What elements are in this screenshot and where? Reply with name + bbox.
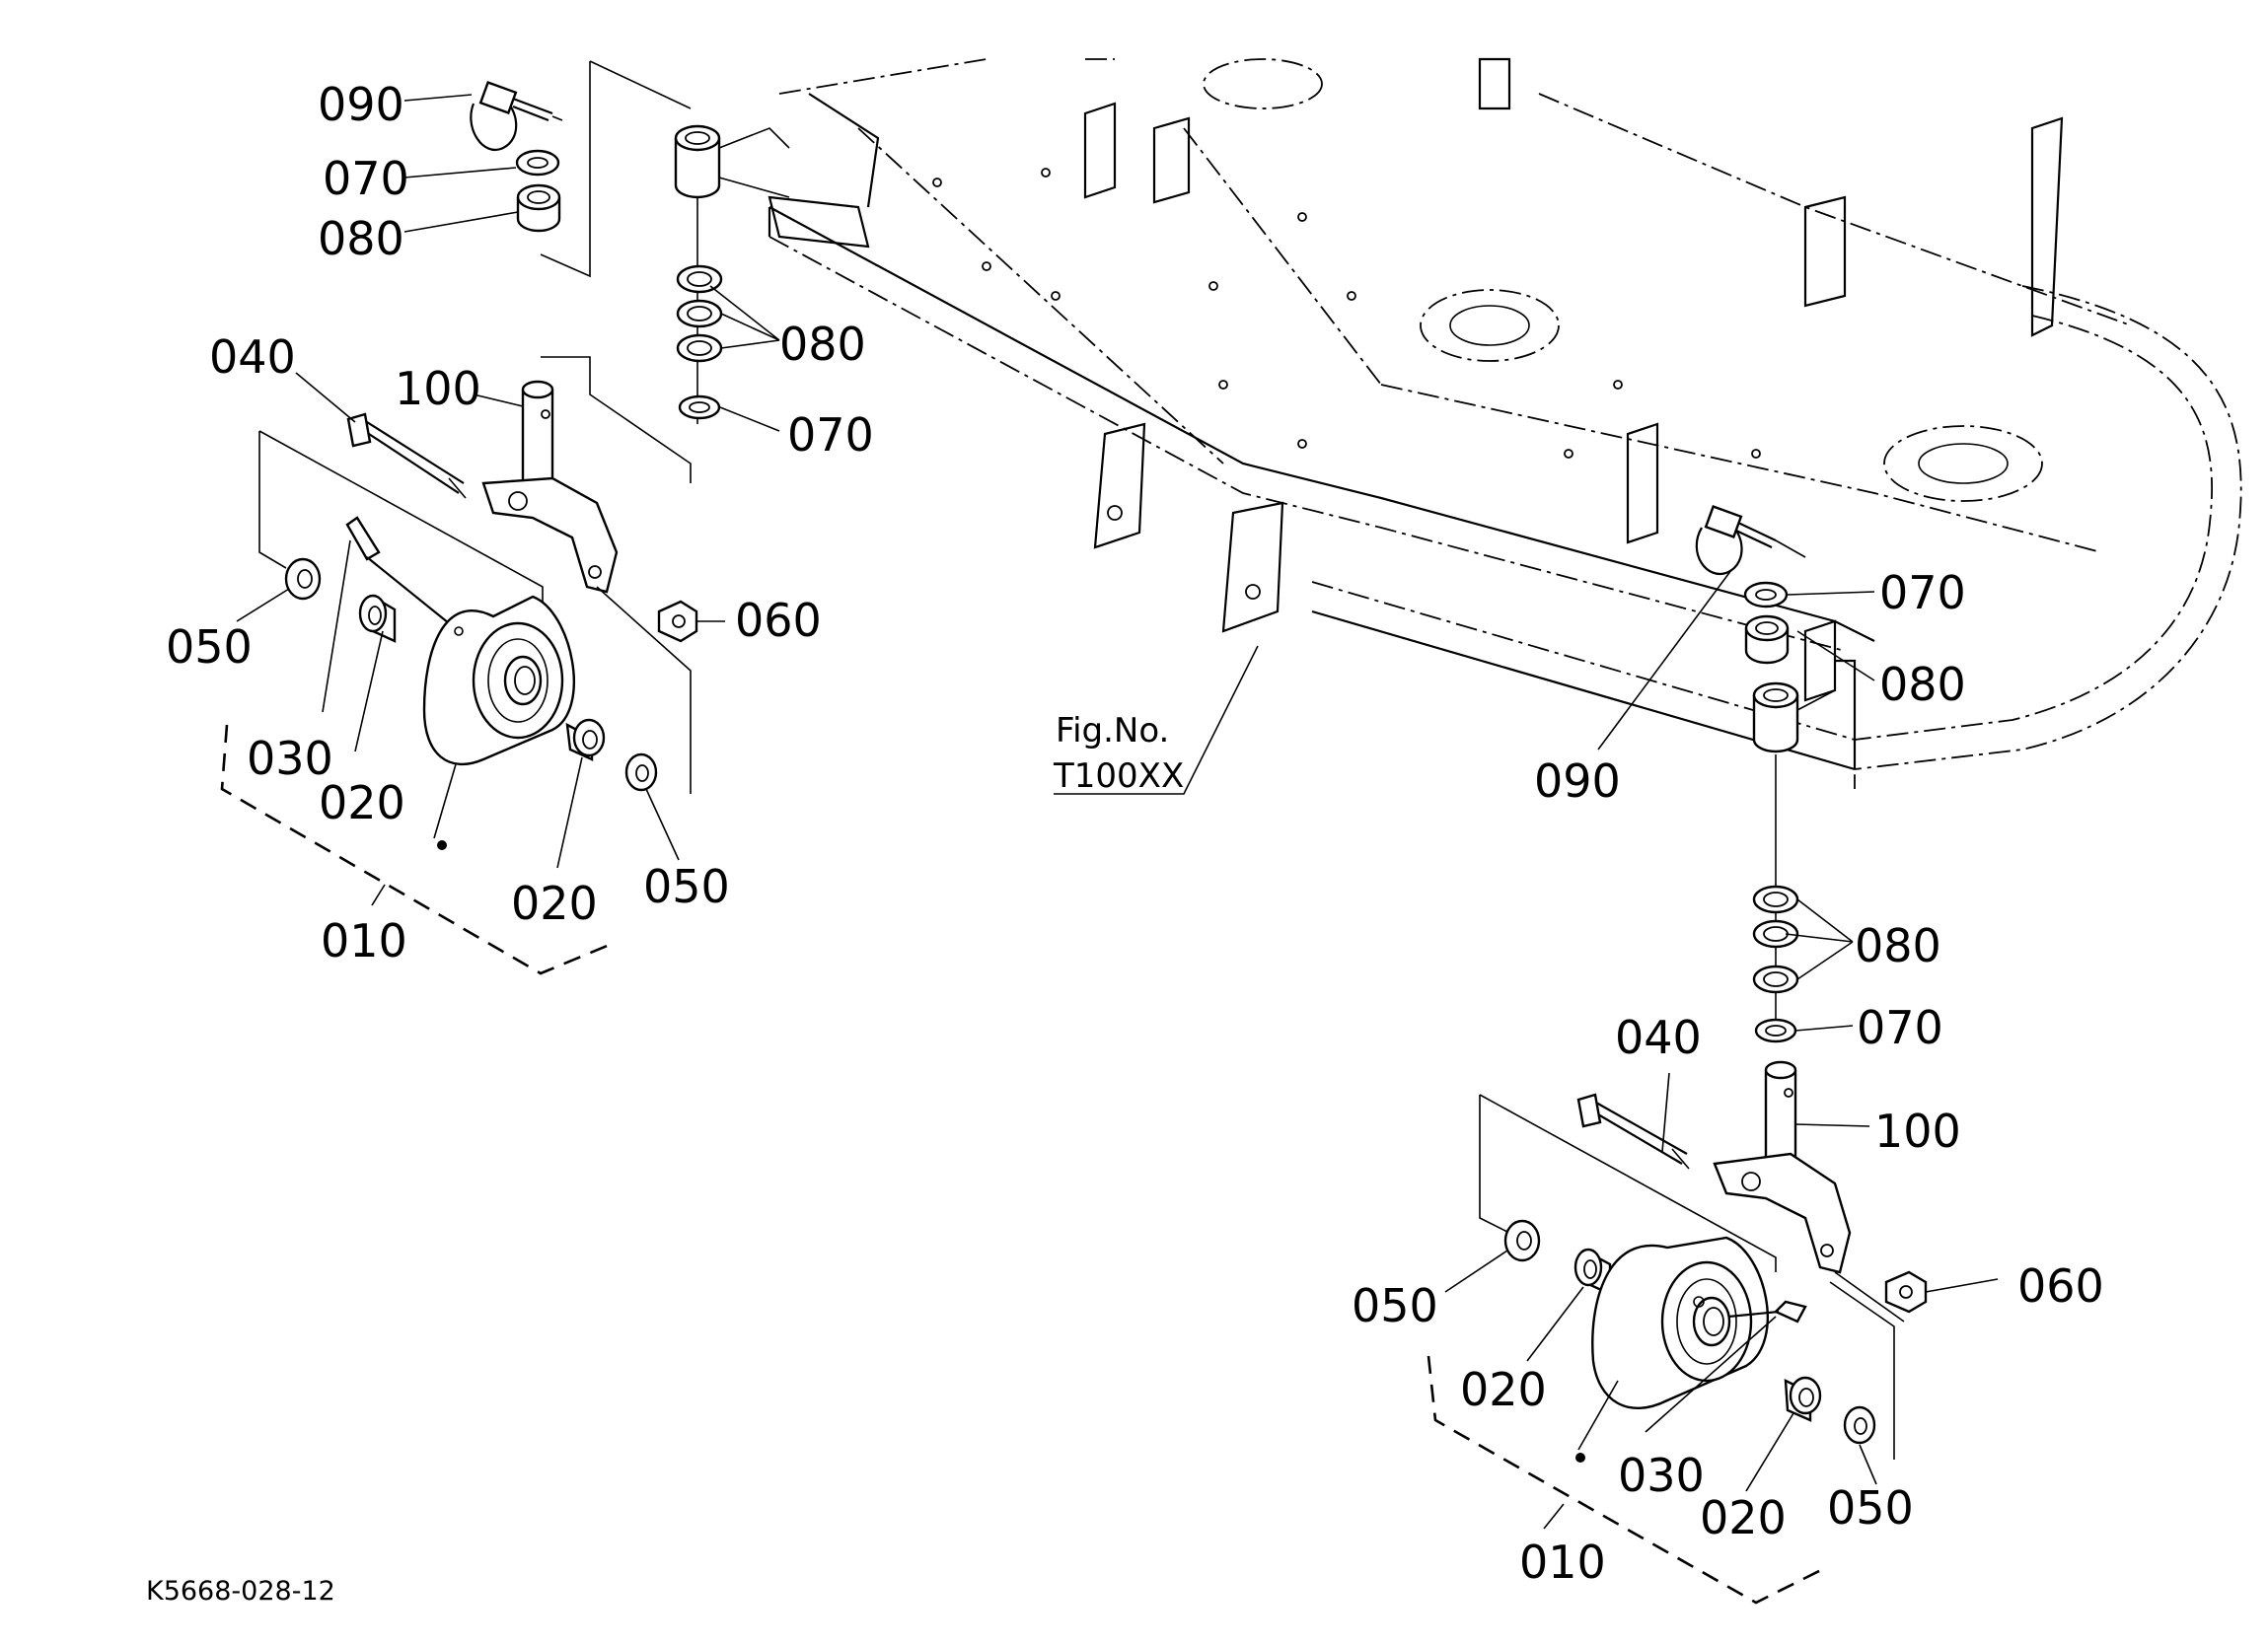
pivot-tube-right bbox=[1752, 681, 1836, 753]
label-020-right-b: 020 bbox=[1700, 1491, 1787, 1544]
label-030-left: 030 bbox=[247, 732, 333, 785]
label-080-left-top: 080 bbox=[318, 212, 404, 265]
bolt-040-left bbox=[346, 412, 467, 499]
label-070-left-top: 070 bbox=[323, 152, 409, 205]
label-030-right: 030 bbox=[1618, 1449, 1705, 1502]
label-040-left: 040 bbox=[209, 330, 296, 384]
pivot-tube-left bbox=[674, 124, 790, 199]
bushing-stack-080-right bbox=[1752, 885, 1799, 994]
caster-wheel-right bbox=[1591, 1236, 1769, 1410]
label-050-left-b: 050 bbox=[643, 860, 730, 913]
drawing-code: K5668-028-12 bbox=[146, 1576, 335, 1607]
left-upper-bracket-box bbox=[540, 61, 591, 278]
bushing-080-left-top bbox=[516, 183, 561, 233]
label-050-right-a: 050 bbox=[1352, 1279, 1438, 1332]
label-090-left: 090 bbox=[318, 78, 404, 131]
fig-no-value: T100XX bbox=[1053, 756, 1184, 796]
label-050-left-a: 050 bbox=[166, 620, 253, 674]
bushing-020-right-b bbox=[1784, 1376, 1822, 1422]
grease-fitting-030-right bbox=[1727, 1300, 1807, 1324]
fig-no-label: Fig.No. bbox=[1056, 711, 1169, 751]
caster-wheel-left bbox=[422, 595, 575, 765]
bushing-080-right-top bbox=[1744, 614, 1790, 665]
label-070-right-mid: 070 bbox=[1857, 1001, 1943, 1054]
spindle-box-left bbox=[541, 356, 692, 483]
assembly-010-right-bracket bbox=[1427, 1355, 1826, 1605]
label-080-left-stack: 080 bbox=[779, 318, 866, 371]
bushing-020-left-b bbox=[565, 718, 606, 761]
label-070-right-top: 070 bbox=[1879, 566, 1966, 619]
pin-090-right bbox=[1695, 504, 1806, 575]
left-caster-assembly bbox=[220, 60, 790, 975]
assembly-010-left-bracket bbox=[220, 724, 618, 975]
label-080-right-top: 080 bbox=[1879, 658, 1966, 711]
caster-yoke-100-left bbox=[481, 380, 619, 594]
label-100-right: 100 bbox=[1874, 1105, 1961, 1158]
bushing-stack-080-left bbox=[676, 264, 723, 363]
right-labels: 070 080 090 080 070 040 100 060 050 020 … bbox=[1352, 566, 2104, 1589]
label-100-left: 100 bbox=[395, 362, 481, 415]
label-070-left-mid: 070 bbox=[787, 408, 874, 462]
mower-deck bbox=[768, 57, 2242, 789]
caster-yoke-100-right bbox=[1713, 1060, 1852, 1274]
right-caster-assembly bbox=[1427, 504, 1999, 1605]
label-040-right: 040 bbox=[1615, 1011, 1702, 1064]
pin-090-left bbox=[470, 80, 563, 151]
bushing-020-left-a bbox=[358, 594, 397, 643]
bolt-040-right bbox=[1576, 1093, 1690, 1170]
label-020-right-a: 020 bbox=[1460, 1363, 1547, 1416]
label-080-right-stack: 080 bbox=[1855, 919, 1941, 972]
label-060-right: 060 bbox=[2017, 1259, 2104, 1313]
label-010-left: 010 bbox=[321, 914, 407, 967]
label-010-right: 010 bbox=[1519, 1536, 1606, 1589]
label-050-right-b: 050 bbox=[1827, 1481, 1914, 1535]
label-020-left-b: 020 bbox=[511, 877, 598, 930]
label-020-left-a: 020 bbox=[319, 776, 405, 829]
figure-reference bbox=[1054, 645, 1259, 795]
left-labels: 090 070 080 040 100 080 070 050 060 030 … bbox=[166, 78, 874, 967]
grease-fitting-030-left bbox=[345, 516, 460, 632]
label-060-left: 060 bbox=[735, 594, 822, 647]
label-090-right: 090 bbox=[1534, 754, 1621, 808]
